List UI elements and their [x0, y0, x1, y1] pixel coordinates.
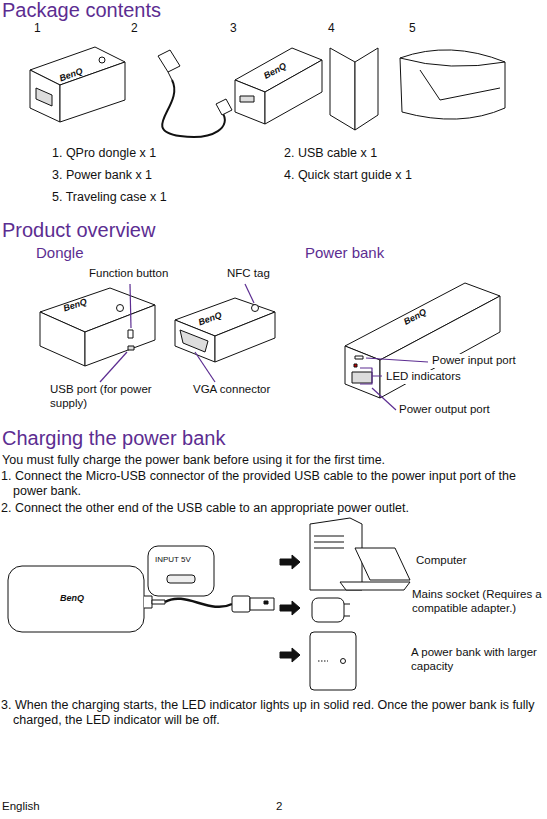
- section-heading: Charging the power bank: [2, 426, 225, 450]
- page-footer: English: [2, 800, 40, 814]
- port-marking: INPUT 5V: [155, 555, 191, 565]
- step-text: 2. Connect the other end of the USB cabl…: [1, 501, 547, 516]
- sub-heading: Power bank: [305, 244, 384, 262]
- callout-number: 1: [34, 21, 41, 35]
- brand-logo: BenQ: [60, 593, 84, 604]
- device-name: A power bank with larger capacity: [411, 646, 545, 674]
- body-text: You must fully charge the power bank bef…: [2, 453, 542, 468]
- part-name: Power output port: [398, 403, 491, 417]
- callout-number: 3: [230, 21, 237, 35]
- device-name: Mains socket (Requires a compatible adap…: [412, 588, 542, 616]
- device-name: Computer: [416, 554, 467, 568]
- page-number: 2: [276, 800, 282, 814]
- part-name: LED indicators: [385, 370, 462, 384]
- part-name: USB port (for power supply): [50, 383, 160, 411]
- package-item: 4. Quick start guide x 1: [284, 168, 412, 183]
- power-bank-figure: [235, 48, 322, 124]
- part-name: Power input port: [431, 354, 517, 368]
- part-name: Function button: [88, 267, 169, 281]
- usb-cable-figure: [158, 50, 232, 137]
- part-name: VGA connector: [192, 383, 271, 397]
- sub-heading: Dongle: [36, 244, 84, 262]
- callout-number: 5: [409, 21, 416, 35]
- dongle-figure: [40, 288, 155, 366]
- traveling-case-figure: [400, 50, 505, 119]
- callout-number: 4: [328, 21, 335, 35]
- power-bank-figure: [345, 283, 500, 398]
- charging-illustration: [8, 518, 410, 690]
- section-heading: Product overview: [2, 218, 155, 242]
- quick-start-guide-figure: [330, 48, 378, 130]
- step-text: 3. When the charging starts, the LED ind…: [1, 698, 547, 728]
- package-item: 3. Power bank x 1: [52, 168, 152, 183]
- package-item: 1. QPro dongle x 1: [52, 146, 156, 161]
- package-item: 5. Traveling case x 1: [52, 190, 167, 205]
- dongle-figure: [175, 298, 275, 362]
- section-heading: Package contents: [2, 0, 161, 22]
- dongle-figure: [30, 47, 125, 122]
- part-name: NFC tag: [226, 267, 271, 281]
- callout-number: 2: [131, 21, 138, 35]
- step-text: 1. Connect the Micro-USB connector of th…: [1, 469, 547, 499]
- package-item: 2. USB cable x 1: [284, 146, 377, 161]
